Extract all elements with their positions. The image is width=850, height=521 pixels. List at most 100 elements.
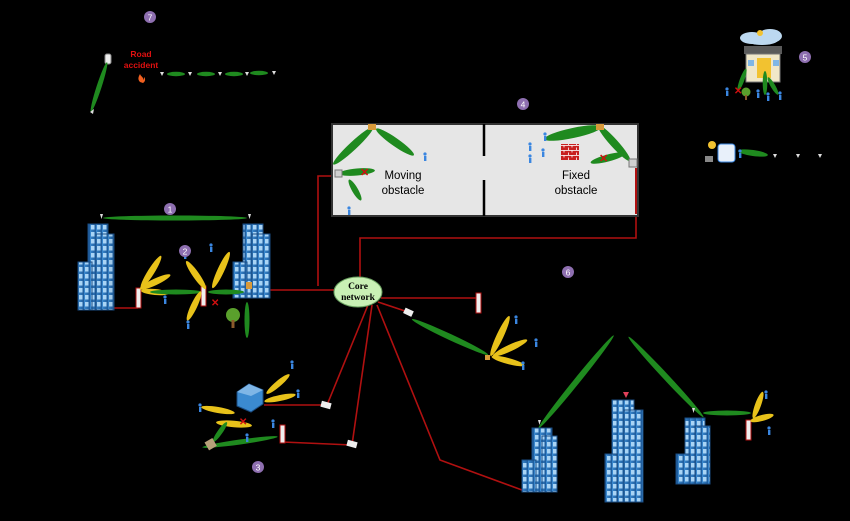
beam [737,68,747,92]
phone-icon [717,143,736,163]
user-icon [198,360,300,442]
base-station-icon [100,214,103,219]
indoor-room: ✕ Moving obstacle ✕ Fixed obstacle [331,123,639,217]
moving-obstacle-label: obstacle [382,185,425,197]
base-station-icon [218,72,222,76]
beam [212,251,230,289]
beam [628,336,704,418]
base-station-icon [796,154,800,158]
svg-text:5: 5 [803,53,808,63]
svg-text:7: 7 [148,13,153,23]
beam [411,319,489,355]
user-icon [528,132,547,163]
tree-icon [226,308,240,328]
base-station-icon [538,420,541,425]
relay-nodes [773,154,822,158]
beam [492,339,528,357]
building-icon [604,399,644,503]
beam [140,255,162,289]
vehicle-icon [320,400,332,410]
beam [376,128,414,156]
vehicle-icon [104,53,112,65]
base-station-icon [245,72,249,76]
svg-text:6: 6 [566,268,571,278]
fixed-obstacle-label: Fixed [562,170,590,182]
beam [590,152,626,164]
scenario-7: Road accident [90,49,276,114]
beam [103,215,247,221]
base-station-icon [160,72,164,76]
road-accident-label: Road [130,49,151,59]
beam [150,289,202,295]
sun-icon [757,30,763,36]
svg-text:4: 4 [521,100,526,110]
relay-node-icon [334,169,343,178]
fire-icon [138,74,146,83]
base-station-icon [188,72,192,76]
beam [491,355,525,367]
scenario-badge: 1 [164,203,176,215]
backhaul-link [351,304,373,446]
building-icon [77,223,115,311]
beam [244,302,250,338]
core-network-label: Core [348,282,368,292]
backhaul-link [376,304,523,491]
beam [266,374,290,394]
moving-obstacle-label: Moving [384,170,421,182]
beam [208,289,244,295]
scenario-badge: 3 [252,461,264,473]
blocked-x-icon: ✕ [239,417,247,428]
backhaul-links [112,168,637,491]
beam [750,413,774,423]
relay-nodes [160,71,276,76]
svg-text:1: 1 [168,205,173,215]
building-icon [744,46,782,83]
blocked-x-icon: ✕ [360,167,369,179]
beam [250,70,268,76]
brick-wall-icon [561,144,579,160]
building-icon [232,223,271,299]
building-icon [521,427,558,493]
svg-text:3: 3 [256,463,261,473]
building-icon [236,383,264,413]
blocked-x-icon: ✕ [734,86,742,97]
scenario-badge: 5 [799,51,811,63]
beam [767,77,779,95]
beam [544,125,602,141]
core-network-label: network [341,293,375,303]
user-icon [347,152,427,215]
beam [538,335,614,429]
vehicle-icon [403,307,414,317]
scenario-badge: 2 [179,245,191,257]
fixed-obstacle-label: obstacle [555,185,598,197]
user-icon [514,315,538,370]
base-station-icon [368,124,376,130]
beam-chain [167,70,268,77]
core-network: Core network [333,276,383,308]
scenario-6-buildings [521,335,774,503]
base-station-icon [692,408,695,413]
base-station-icon [745,419,752,441]
base-station-icon [90,109,94,114]
beam [738,149,768,157]
beam [225,71,243,77]
sun-icon [708,141,716,149]
beam [339,168,375,176]
beam [212,422,228,442]
blocked-x-icon: ✕ [211,298,219,309]
beam [490,316,510,356]
relay-node-icon [204,438,217,451]
core-network-node [333,276,383,308]
beam [197,71,215,77]
scenario-1-2: ✕ [77,214,271,338]
beam [186,291,202,321]
beam [333,127,373,165]
backhaul-link [377,301,409,313]
beam [185,260,207,290]
beam [703,410,751,416]
beam [202,436,278,448]
scenario-badge: 7 [144,11,156,23]
blocked-x-icon: ✕ [599,153,608,165]
base-station-icon [272,71,276,75]
